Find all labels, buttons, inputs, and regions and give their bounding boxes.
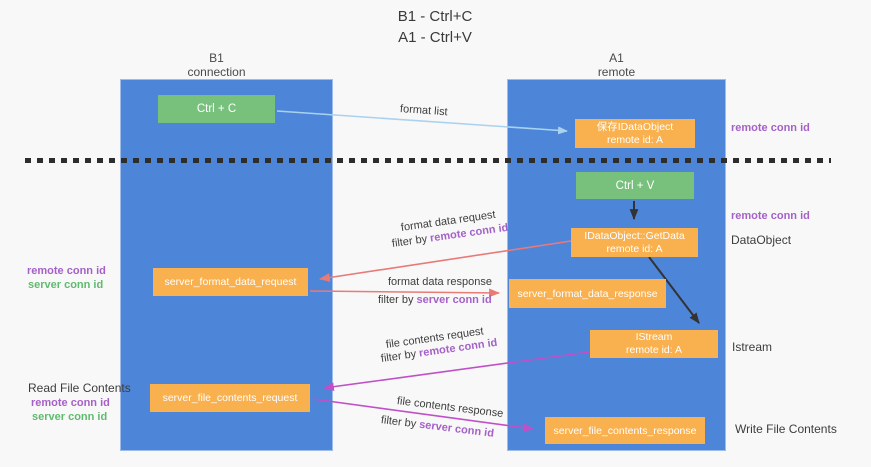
server-file-contents-request-node: server_file_contents_request bbox=[150, 384, 310, 412]
lane-header-a1: A1 remote bbox=[507, 51, 726, 79]
right-top-remote-conn-id-label: remote conn id bbox=[731, 122, 810, 134]
title-line-2: A1 - Ctrl+V bbox=[398, 29, 472, 46]
clipboard-divider-dashed-line bbox=[25, 158, 831, 163]
diagram-title: B1 - Ctrl+C A1 - Ctrl+V bbox=[285, 6, 585, 48]
format-response-label: server_format_data_response bbox=[517, 287, 658, 300]
ctrl-c-label: Ctrl + C bbox=[196, 103, 237, 115]
istream-line1: IStream bbox=[635, 331, 673, 343]
annotation-format-data-response: format data response bbox=[388, 276, 492, 288]
left-server-conn-id-label: server conn id bbox=[28, 279, 104, 291]
format-request-label: server_format_data_request bbox=[164, 276, 297, 288]
server-conn-id-text: server conn id bbox=[418, 418, 495, 440]
ctrl-v-node: Ctrl + V bbox=[576, 172, 694, 199]
file-response-label: server_file_contents_response bbox=[553, 424, 697, 437]
annotation-format-list: format list bbox=[399, 103, 448, 119]
left-remote-conn-id-label: remote conn id bbox=[27, 265, 106, 277]
lane-header-b1: B1 connection bbox=[110, 51, 323, 79]
lane-a1-role: remote bbox=[597, 65, 636, 79]
server-format-data-request-node: server_format_data_request bbox=[153, 268, 308, 296]
dataobject-label: DataObject bbox=[731, 233, 792, 247]
saved-dataobject-line1: 保存IDataObject bbox=[596, 120, 674, 133]
ctrl-c-node: Ctrl + C bbox=[158, 95, 275, 123]
annotation-file-contents-response: file contents response bbox=[396, 395, 504, 420]
getdata-line1: IDataObject::GetData bbox=[584, 229, 685, 242]
lane-a1-name: A1 bbox=[609, 51, 624, 65]
ctrl-v-label: Ctrl + V bbox=[615, 179, 655, 192]
annotation-filter-server-2: filter by server conn id bbox=[380, 414, 494, 440]
filter-by-text: filter by bbox=[391, 232, 431, 250]
format-data-response-arrow bbox=[309, 288, 501, 298]
istream-side-label: Istream bbox=[732, 340, 773, 354]
annotation-filter-server-1: filter by server conn id bbox=[378, 294, 492, 306]
left-bottom-remote-conn-id-label: remote conn id bbox=[31, 397, 110, 409]
getdata-line2: remote id: A bbox=[606, 242, 663, 255]
write-file-contents-label: Write File Contents bbox=[735, 422, 837, 436]
file-request-label: server_file_contents_request bbox=[162, 392, 298, 404]
server-format-data-response-node: server_format_data_response bbox=[509, 279, 666, 308]
server-file-contents-response-node: server_file_contents_response bbox=[545, 417, 705, 444]
istream-node: IStream remote id: A bbox=[590, 330, 718, 358]
title-line-1: B1 - Ctrl+C bbox=[397, 8, 473, 25]
saved-dataobject-node: 保存IDataObject remote id: A bbox=[575, 119, 695, 148]
filter-by-text: filter by bbox=[378, 294, 417, 306]
istream-line2: remote id: A bbox=[625, 344, 683, 356]
filter-by-text: filter by bbox=[380, 414, 420, 431]
right-mid-remote-conn-id-label: remote conn id bbox=[731, 210, 810, 222]
lane-b1-name: B1 bbox=[209, 51, 224, 65]
lane-b1-role: connection bbox=[187, 65, 246, 79]
idataobject-getdata-node: IDataObject::GetData remote id: A bbox=[571, 228, 698, 257]
server-conn-id-text: server conn id bbox=[416, 294, 492, 306]
left-bottom-server-conn-id-label: server conn id bbox=[32, 411, 108, 423]
read-file-contents-label: Read File Contents bbox=[28, 381, 131, 395]
saved-dataobject-line2: remote id: A bbox=[606, 133, 664, 146]
